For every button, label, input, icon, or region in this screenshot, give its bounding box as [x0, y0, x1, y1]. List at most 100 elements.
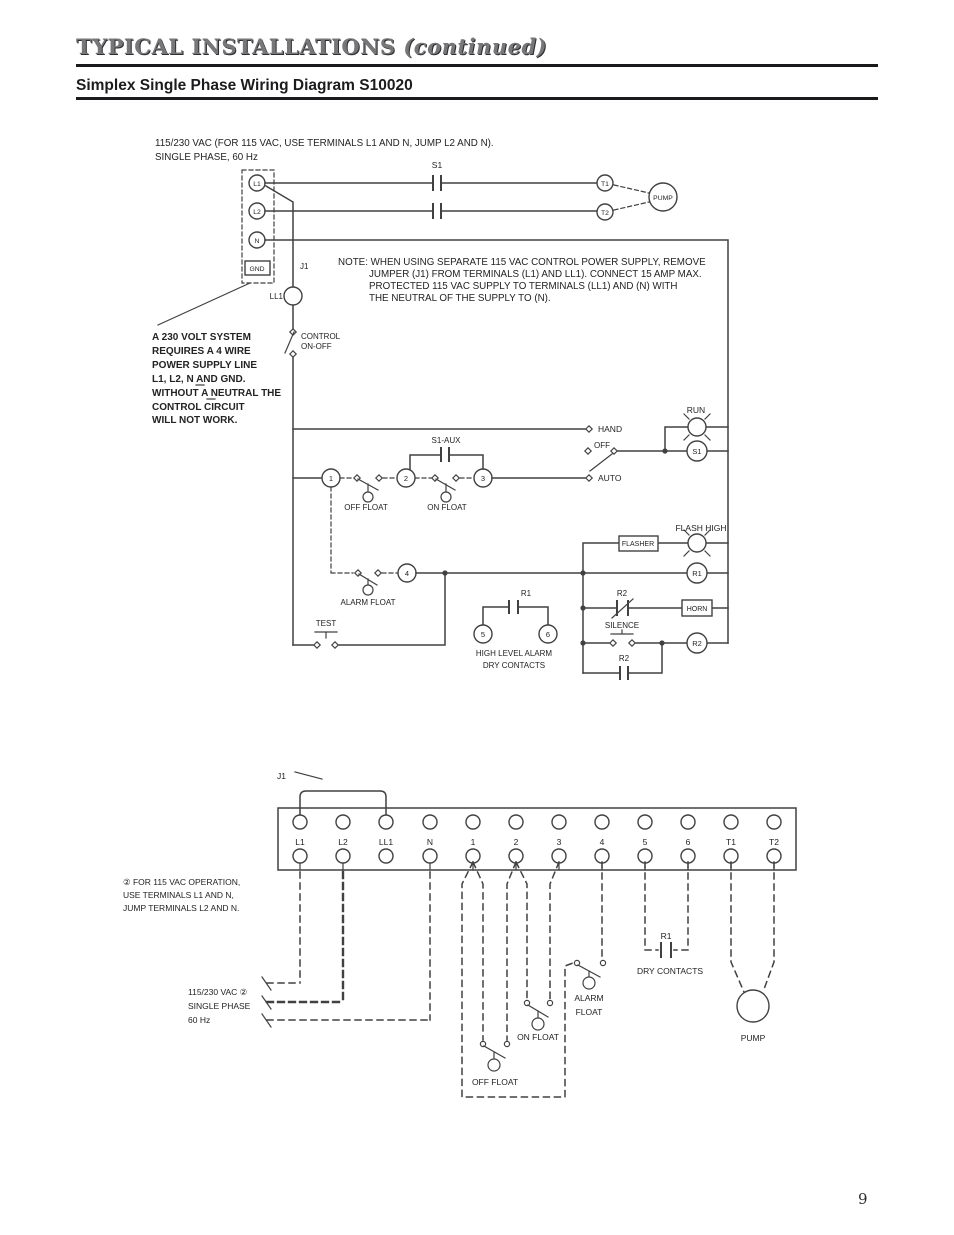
test-rung: TEST — [292, 572, 446, 650]
note-block: NOTE: WHEN USING SEPARATE 115 VAC CONTRO… — [338, 257, 706, 304]
strip-label-t1: T1 — [726, 837, 736, 847]
alarm-annunciator-circuit: FLASHER FLASH HIGH R2 HORN SILENCE R2 R2 — [580, 523, 729, 680]
field-pump-label: PUMP — [741, 1033, 766, 1043]
note115-line1: ② FOR 115 VAC OPERATION, — [123, 877, 240, 887]
strip-label-n: N — [427, 837, 433, 847]
strip-label-t2: T2 — [769, 837, 779, 847]
strip-label-ll1: LL1 — [379, 837, 393, 847]
t1-label: T1 — [601, 181, 609, 188]
strip-label-2: 2 — [514, 837, 519, 847]
s1-coil-label: S1 — [692, 447, 701, 456]
terminal-strip: J1 L1 L2 LL1 N 1 2 3 4 5 6 T1 T2 — [277, 771, 797, 871]
warning-line1: A 230 VOLT SYSTEM — [152, 332, 251, 343]
subtitle-rule — [76, 97, 878, 100]
strip-label-3: 3 — [557, 837, 562, 847]
note-line4: THE NEUTRAL OF THE SUPPLY TO (N). — [369, 293, 551, 304]
field-j1-label: J1 — [277, 771, 286, 781]
run-label: RUN — [687, 405, 705, 415]
note-line1: NOTE: WHEN USING SEPARATE 115 VAC CONTRO… — [338, 257, 706, 268]
pump-label: PUMP — [653, 195, 673, 202]
field-devices: OFF FLOAT ON FLOAT ALARM FLOAT R1 DRY CO… — [472, 931, 770, 1087]
field-supply-line1: 115/230 VAC ② — [188, 987, 248, 997]
note115-line2: USE TERMINALS L1 AND N, — [123, 890, 234, 900]
diagram-subtitle: Simplex Single Phase Wiring Diagram S100… — [76, 77, 413, 94]
float-control-rung: 1 OFF FLOAT 2 ON FLOAT 3 S1-AUX — [292, 436, 586, 512]
hla-label1: HIGH LEVEL ALARM — [476, 649, 553, 658]
field-supply-line2: SINGLE PHASE — [188, 1001, 251, 1011]
strip-label-l2: L2 — [338, 837, 348, 847]
field-on-float-label: ON FLOAT — [517, 1032, 559, 1042]
page-title: TYPICAL INSTALLATIONS (continued) — [76, 34, 547, 59]
field-dry-contacts-label: DRY CONTACTS — [637, 966, 703, 976]
strip-label-1: 1 — [471, 837, 476, 847]
terminal-n-label: N — [255, 238, 260, 245]
test-label: TEST — [316, 619, 337, 628]
off-label: OFF — [594, 441, 610, 450]
on-float-label: ON FLOAT — [427, 503, 467, 512]
terminal-l1-label: L1 — [253, 181, 261, 188]
hla-label2: DRY CONTACTS — [483, 661, 545, 670]
field-alarm-float-label1: ALARM — [574, 993, 603, 1003]
warning-line7: WILL NOT WORK. — [152, 415, 238, 426]
warning-block: A 230 VOLT SYSTEM REQUIRES A 4 WIRE POWE… — [152, 282, 281, 426]
r2-nc-label: R2 — [617, 589, 628, 598]
s1-aux-label: S1-AUX — [432, 436, 462, 445]
off-float-label: OFF FLOAT — [344, 503, 388, 512]
strip-label-5: 5 — [643, 837, 648, 847]
r2-no-label: R2 — [619, 654, 630, 663]
j1-label: J1 — [300, 262, 309, 271]
terminal-6: 6 — [546, 630, 550, 639]
strip-label-6: 6 — [686, 837, 691, 847]
terminal-2: 2 — [404, 474, 408, 483]
warning-line4: L1, L2, N AND GND. — [152, 374, 246, 385]
field-wiring — [261, 860, 775, 1098]
terminal-3: 3 — [481, 474, 485, 483]
field-alarm-float-label2: FLOAT — [576, 1007, 603, 1017]
alarm-float-label: ALARM FLOAT — [341, 598, 396, 607]
page-title-continued: (continued) — [403, 34, 548, 59]
alarm-rung: ALARM FLOAT 4 R1 — [330, 486, 729, 607]
warning-line5: WITHOUT A NEUTRAL THE — [152, 388, 281, 399]
terminal-4: 4 — [405, 569, 409, 578]
r2-coil-label: R2 — [692, 639, 702, 648]
page-number: 9 — [858, 1190, 868, 1208]
supply-note: 115/230 VAC (FOR 115 VAC, USE TERMINALS … — [155, 138, 494, 163]
warning-line3: POWER SUPPLY LINE — [152, 360, 257, 371]
gnd-label: GND — [249, 266, 264, 273]
horn-label: HORN — [687, 606, 708, 613]
incoming-terminal-block: L1 L2 N GND — [241, 169, 275, 284]
control-onoff-label2: ON-OFF — [301, 342, 332, 351]
auto-label: AUTO — [598, 473, 622, 483]
strip-label-l1: L1 — [295, 837, 305, 847]
warning-line2: REQUIRES A 4 WIRE — [152, 346, 251, 357]
supply-note-line2: SINGLE PHASE, 60 Hz — [155, 152, 258, 163]
control-feed: J1 LL1 CONTROL ON-OFF — [264, 184, 341, 646]
field-r1-label: R1 — [661, 931, 672, 941]
ll1-label: LL1 — [270, 292, 284, 301]
strip-label-4: 4 — [600, 837, 605, 847]
terminal-l2-label: L2 — [253, 209, 261, 216]
r1-dry-label: R1 — [521, 589, 532, 598]
flasher-label: FLASHER — [622, 541, 654, 548]
dry-contact-rung: R1 5 6 HIGH LEVEL ALARM DRY CONTACTS — [473, 589, 558, 670]
page-title-text: TYPICAL INSTALLATIONS — [76, 34, 396, 59]
note115-line3: JUMP TERMINALS L2 AND N. — [123, 903, 239, 913]
supply-note-line1: 115/230 VAC (FOR 115 VAC, USE TERMINALS … — [155, 138, 494, 149]
pump-power-circuit: S1 T1 T2 PUMP — [264, 160, 678, 221]
note-line3: PROTECTED 115 VAC SUPPLY TO TERMINALS (L… — [369, 281, 678, 292]
hand-label: HAND — [598, 424, 622, 434]
flash-high-label: FLASH HIGH — [675, 523, 726, 533]
title-rule — [76, 64, 878, 67]
silence-label: SILENCE — [605, 621, 639, 630]
s1-contact-label: S1 — [432, 160, 443, 170]
terminal-5: 5 — [481, 630, 485, 639]
neutral-bus — [264, 239, 729, 644]
r1-coil-label: R1 — [692, 569, 702, 578]
t2-label: T2 — [601, 210, 609, 217]
hoa-selector-circuit: HAND OFF AUTO RUN S1 — [292, 405, 729, 483]
terminal-1: 1 — [329, 474, 333, 483]
note-line2: JUMPER (J1) FROM TERMINALS (L1) AND LL1)… — [369, 269, 702, 280]
field-notes: ② FOR 115 VAC OPERATION, USE TERMINALS L… — [123, 877, 251, 1025]
field-off-float-label: OFF FLOAT — [472, 1077, 518, 1087]
